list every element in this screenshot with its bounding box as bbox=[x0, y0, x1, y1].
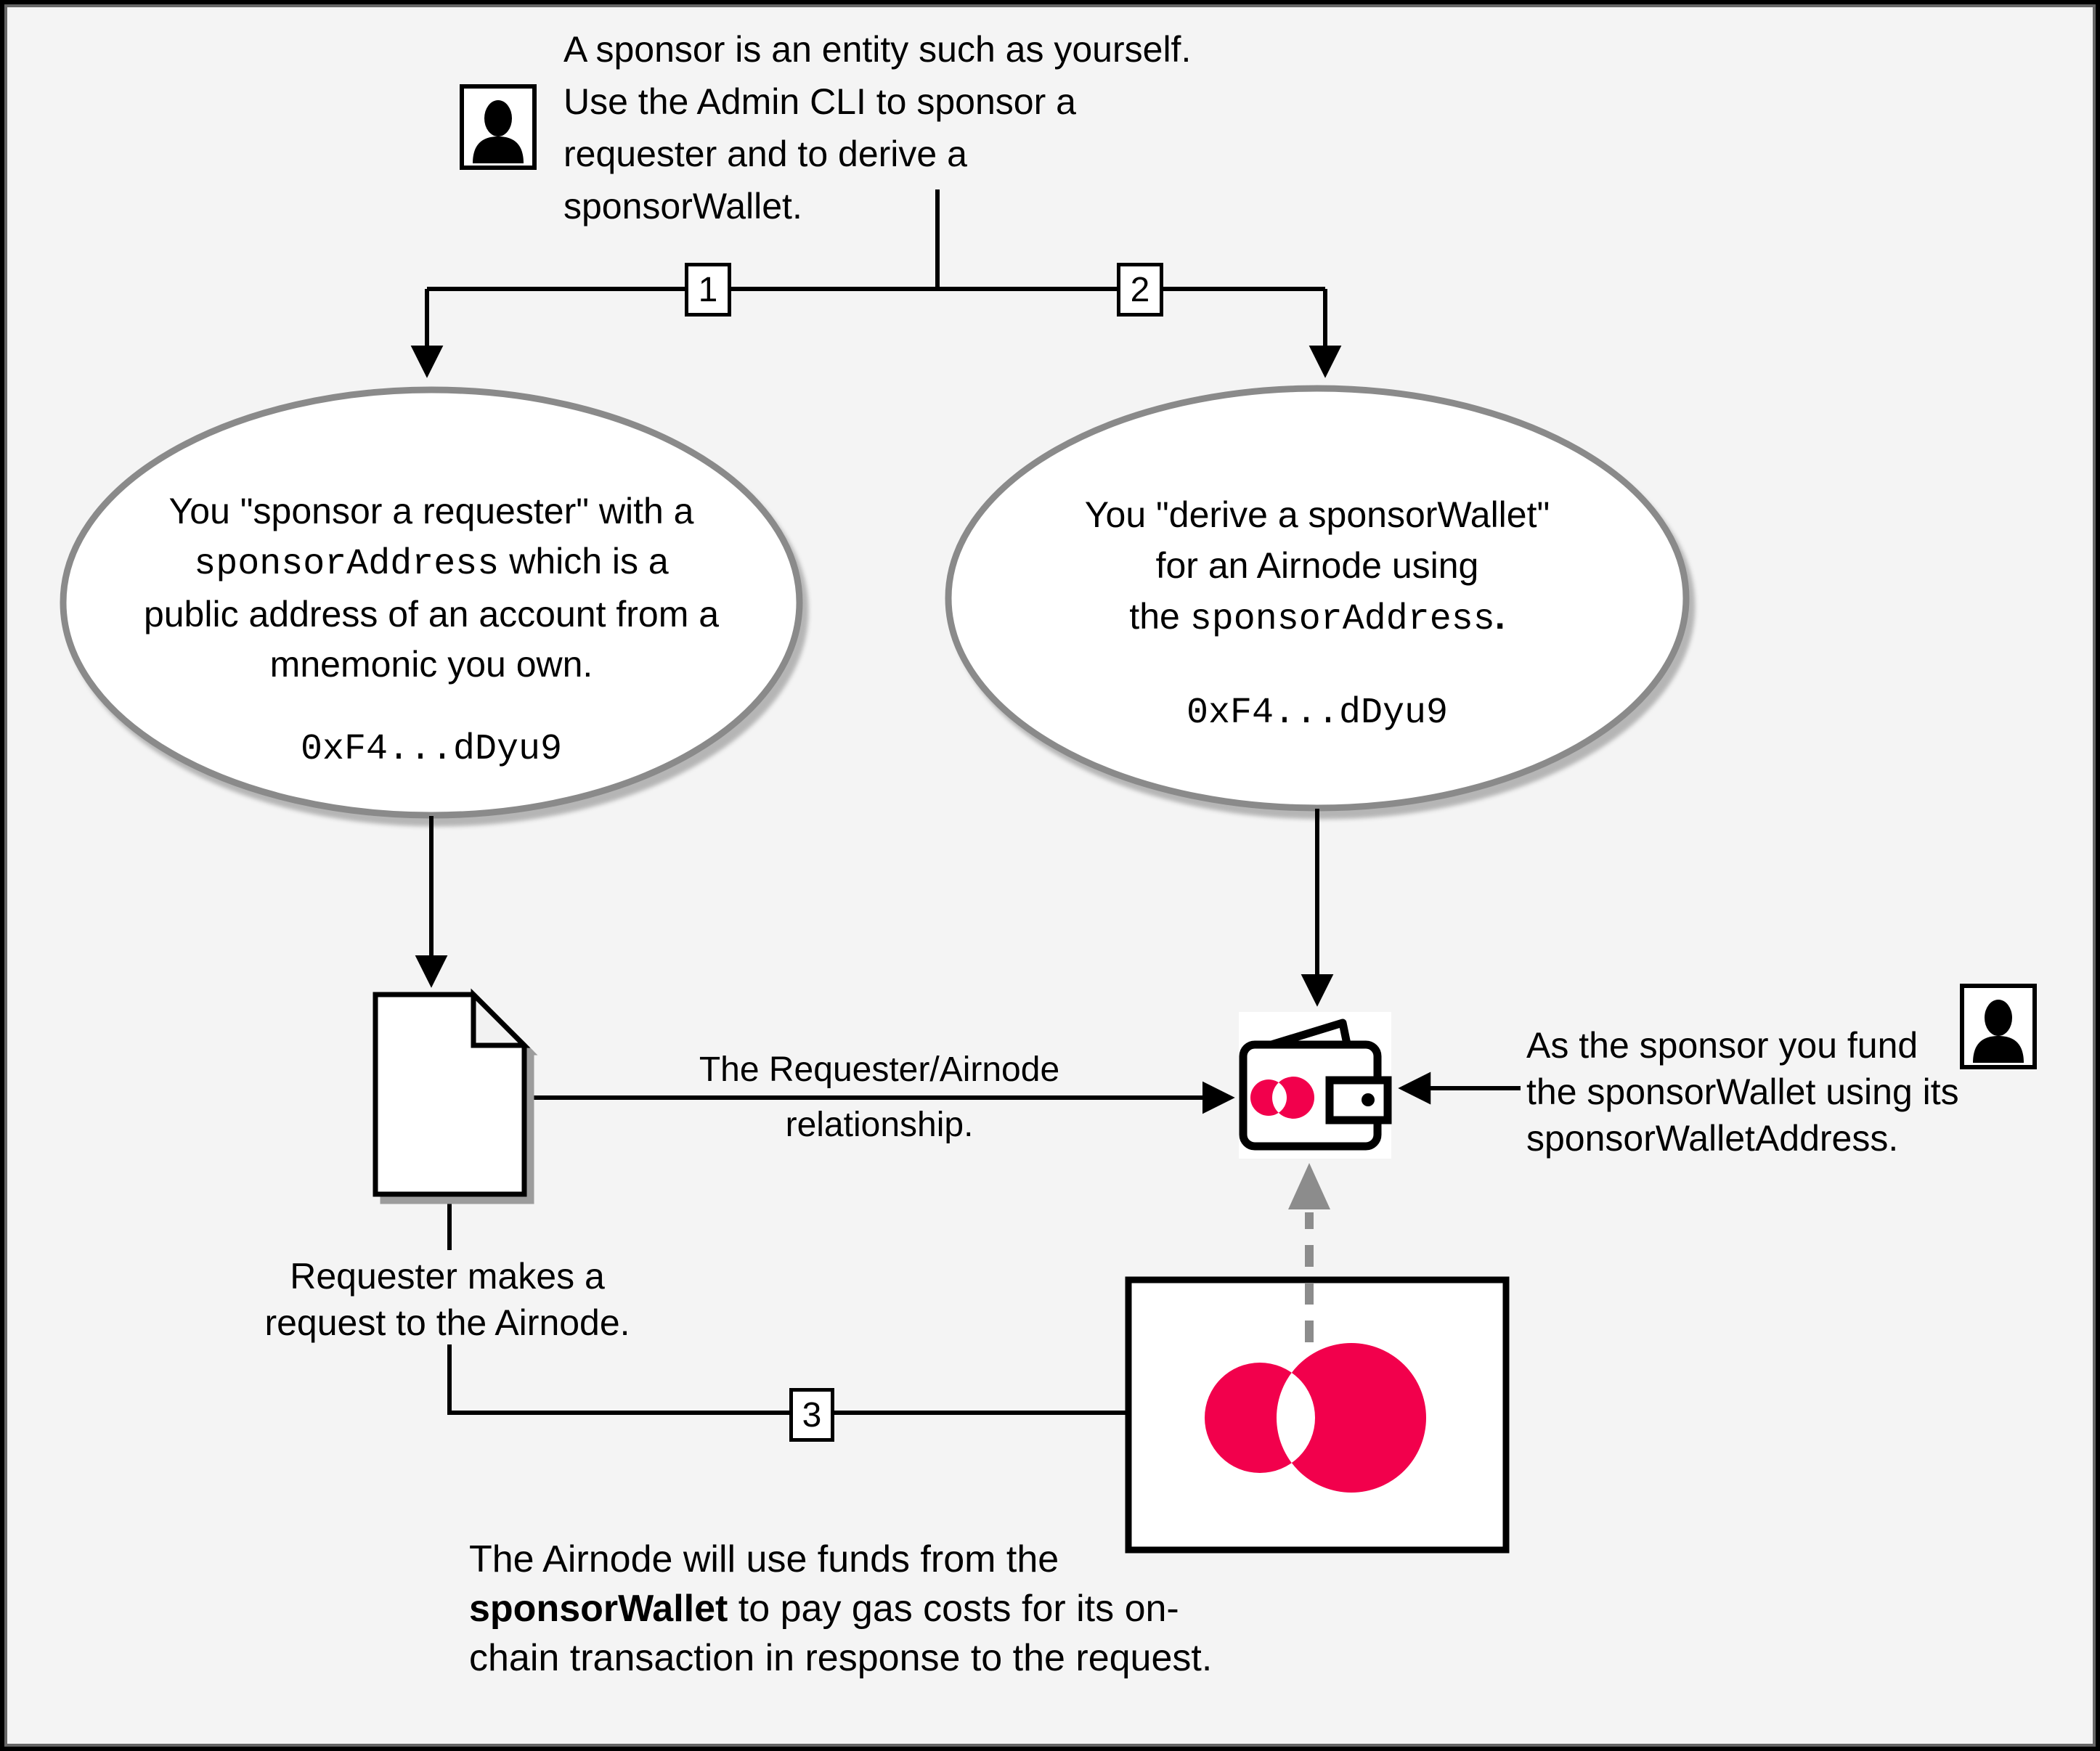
flow-arrows bbox=[415, 809, 1521, 1429]
derive-wallet-address-value: 0xF4...dDyu9 bbox=[1186, 693, 1449, 734]
admin-note: A sponsor is an entity such as yourself.… bbox=[563, 23, 1191, 232]
branch-connector-lines bbox=[410, 189, 1342, 378]
fund-note-line: the sponsorWallet using its bbox=[1526, 1072, 1959, 1112]
sponsor-requester-text: You "sponsor a requester" with a sponsor… bbox=[68, 486, 794, 690]
sponsor-requester-line: public address of an account from a bbox=[143, 594, 720, 634]
fund-note-line: sponsorWalletAddress. bbox=[1526, 1118, 1899, 1159]
step-1-badge: 1 bbox=[685, 263, 731, 317]
sponsor-requester-line: You "sponsor a requester" with a bbox=[168, 491, 694, 531]
sponsor-requester-line: sponsorAddress which is a bbox=[68, 536, 794, 589]
admin-note-line: Use the Admin CLI to sponsor a bbox=[563, 81, 1076, 122]
airnode-logo-circles bbox=[1205, 1343, 1426, 1493]
derive-wallet-ellipse bbox=[945, 385, 1690, 812]
wallet-airnode-logo bbox=[1250, 1077, 1314, 1119]
derive-wallet-line-pre: the bbox=[1129, 596, 1190, 637]
airnode-note-bold: sponsorWallet bbox=[469, 1588, 728, 1630]
derive-wallet-line: You "derive a sponsorWallet" bbox=[1084, 494, 1550, 535]
sponsor-requester-line-rest: which is a bbox=[499, 541, 669, 581]
airnode-note-line: The Airnode will use funds from the bbox=[469, 1538, 1059, 1580]
person-icon-right bbox=[1960, 984, 2037, 1069]
admin-note-line: A sponsor is an entity such as yourself. bbox=[563, 29, 1192, 70]
sponsor-requester-ellipse bbox=[60, 386, 803, 819]
airnode-note-rest: to pay gas costs for its on- bbox=[728, 1588, 1179, 1630]
requester-note-line: Requester makes a bbox=[290, 1256, 605, 1297]
step-2-badge: 2 bbox=[1117, 263, 1163, 317]
derive-wallet-text: You "derive a sponsorWallet" for an Airn… bbox=[954, 489, 1680, 645]
document-icon bbox=[373, 988, 531, 1197]
sponsor-requester-line: mnemonic you own. bbox=[269, 644, 593, 685]
derive-wallet-line-post: . bbox=[1494, 596, 1505, 637]
step-2-label: 2 bbox=[1130, 270, 1150, 309]
requester-note-line: request to the Airnode. bbox=[264, 1302, 630, 1343]
step-3-badge: 3 bbox=[789, 1388, 834, 1442]
relationship-label-line2: relationship. bbox=[785, 1106, 974, 1144]
step-3-label: 3 bbox=[802, 1395, 822, 1434]
dashed-funds-arrow bbox=[1288, 1163, 1330, 1342]
airnode-note-line: chain transaction in response to the req… bbox=[469, 1637, 1213, 1679]
person-icon-top bbox=[460, 84, 537, 170]
sponsor-address-code: sponsorAddress bbox=[1189, 599, 1495, 640]
step-1-label: 1 bbox=[698, 270, 718, 309]
requester-note: Requester makes a request to the Airnode… bbox=[229, 1253, 665, 1346]
admin-note-line: sponsorWallet. bbox=[563, 186, 802, 226]
wallet-icon bbox=[1239, 1012, 1392, 1159]
fund-note-line: As the sponsor you fund bbox=[1526, 1025, 1918, 1066]
sponsor-address-code: sponsorAddress bbox=[194, 544, 500, 585]
airnode-note-line: sponsorWallet to pay gas costs for its o… bbox=[469, 1584, 1212, 1633]
derive-wallet-line: for an Airnode using bbox=[1155, 545, 1479, 586]
relationship-label-line1: The Requester/Airnode bbox=[699, 1050, 1060, 1089]
admin-note-line: requester and to derive a bbox=[563, 134, 967, 174]
fund-note: As the sponsor you fund the sponsorWalle… bbox=[1526, 1022, 1959, 1162]
sponsor-address-value: 0xF4...dDyu9 bbox=[300, 729, 563, 770]
derive-wallet-line: the sponsorAddress. bbox=[954, 591, 1680, 645]
diagram-artwork bbox=[60, 84, 2037, 1554]
airnode-note: The Airnode will use funds from the spon… bbox=[469, 1535, 1212, 1683]
